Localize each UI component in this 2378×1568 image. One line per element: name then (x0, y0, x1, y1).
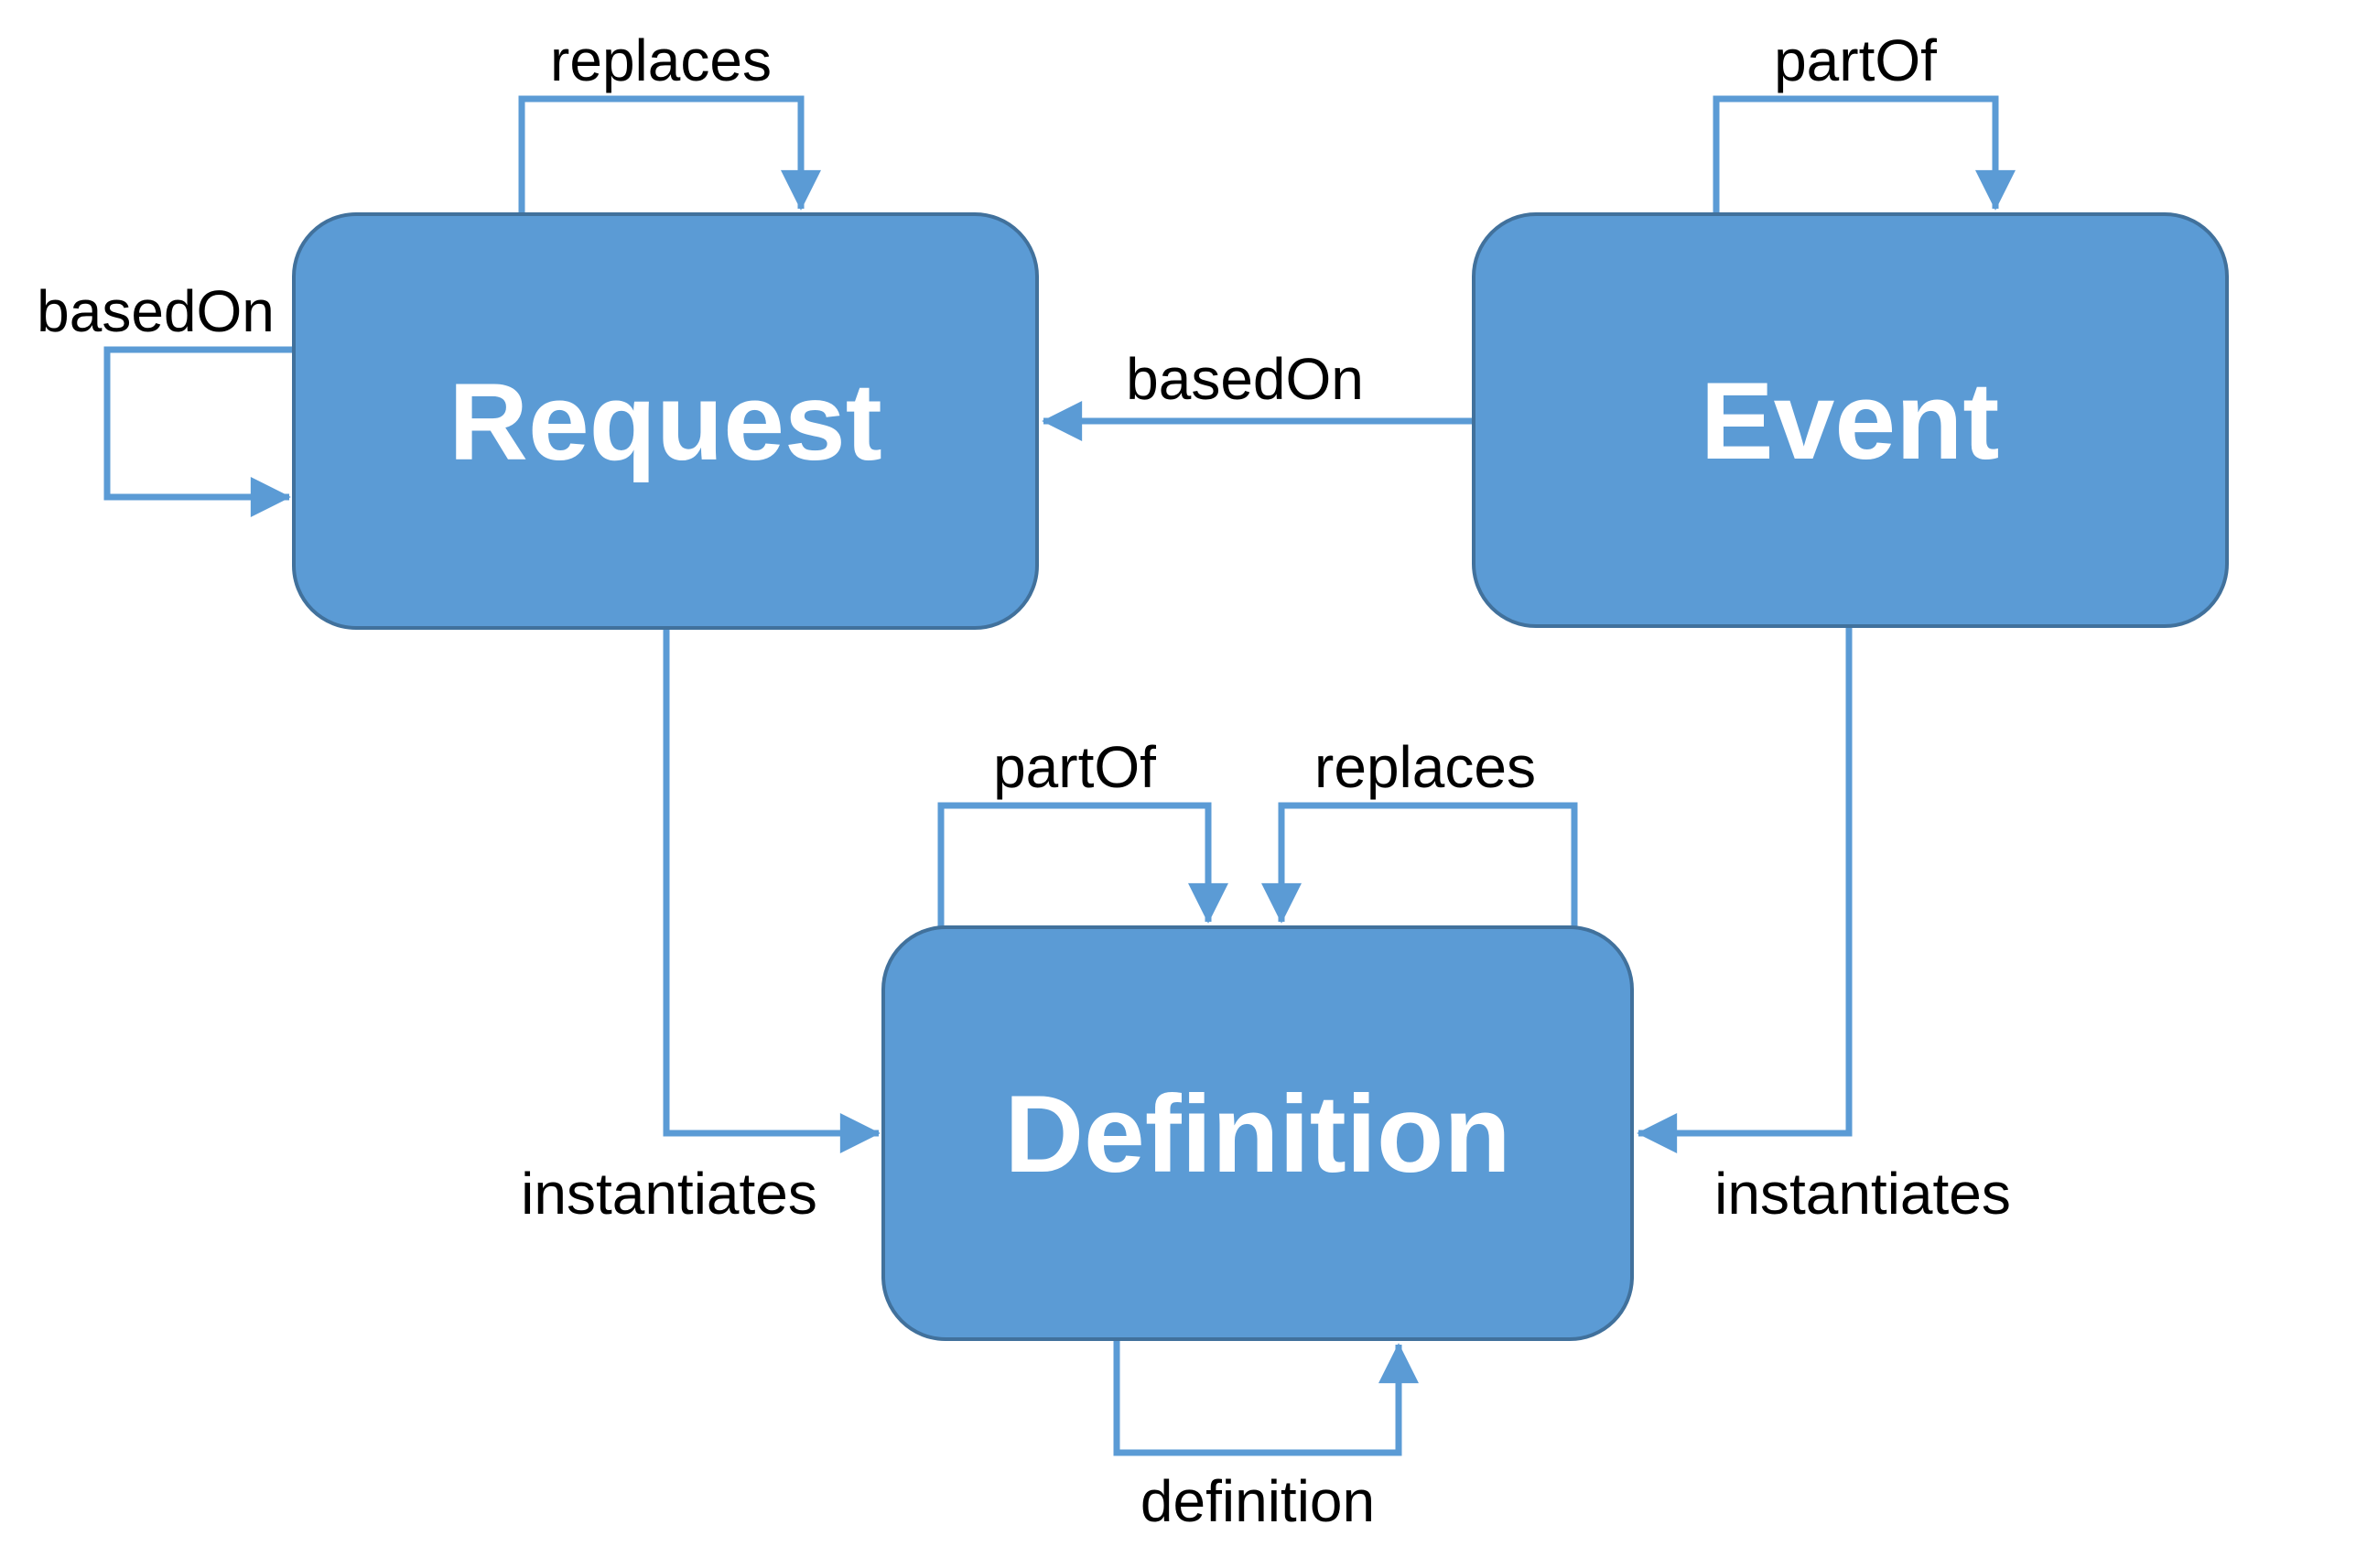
edge-label-event-request-basedon: basedOn (1126, 346, 1364, 412)
node-definition-label: Definition (1004, 1073, 1510, 1195)
node-request-label: Request (449, 361, 881, 483)
edge-definition-partof-self-loop (937, 802, 1228, 927)
edge-definition-replaces-self-loop (1261, 802, 1578, 927)
edge-request-to-definition-instantiates (663, 628, 881, 1153)
edge-label-definition-replaces: replaces (1314, 734, 1536, 800)
edge-label-definition-definition: definition (1140, 1468, 1375, 1534)
node-definition-box (881, 925, 1634, 1341)
node-definition: Definition (881, 925, 1634, 1341)
edge-label-request-basedon: basedOn (37, 278, 275, 344)
node-event-box (1472, 212, 2229, 628)
edge-request-basedon-self-loop (103, 346, 295, 517)
edge-label-request-instantiates: instantiates (521, 1161, 817, 1227)
edge-label-request-replaces: replaces (550, 27, 772, 93)
edge-definition-definition-self-loop (1113, 1339, 1419, 1456)
edge-request-replaces-self-loop (518, 95, 821, 214)
edge-label-definition-partof: partOf (993, 734, 1156, 800)
node-event: Event (1472, 212, 2229, 628)
edge-label-event-partof: partOf (1774, 27, 1937, 93)
edge-event-to-definition-instantiates (1637, 626, 1853, 1153)
edge-event-partof-self-loop (1713, 95, 2016, 214)
edge-label-event-instantiates: instantiates (1714, 1161, 2011, 1227)
node-event-label: Event (1701, 360, 2000, 482)
node-request: Request (292, 212, 1039, 630)
node-request-box (292, 212, 1039, 630)
